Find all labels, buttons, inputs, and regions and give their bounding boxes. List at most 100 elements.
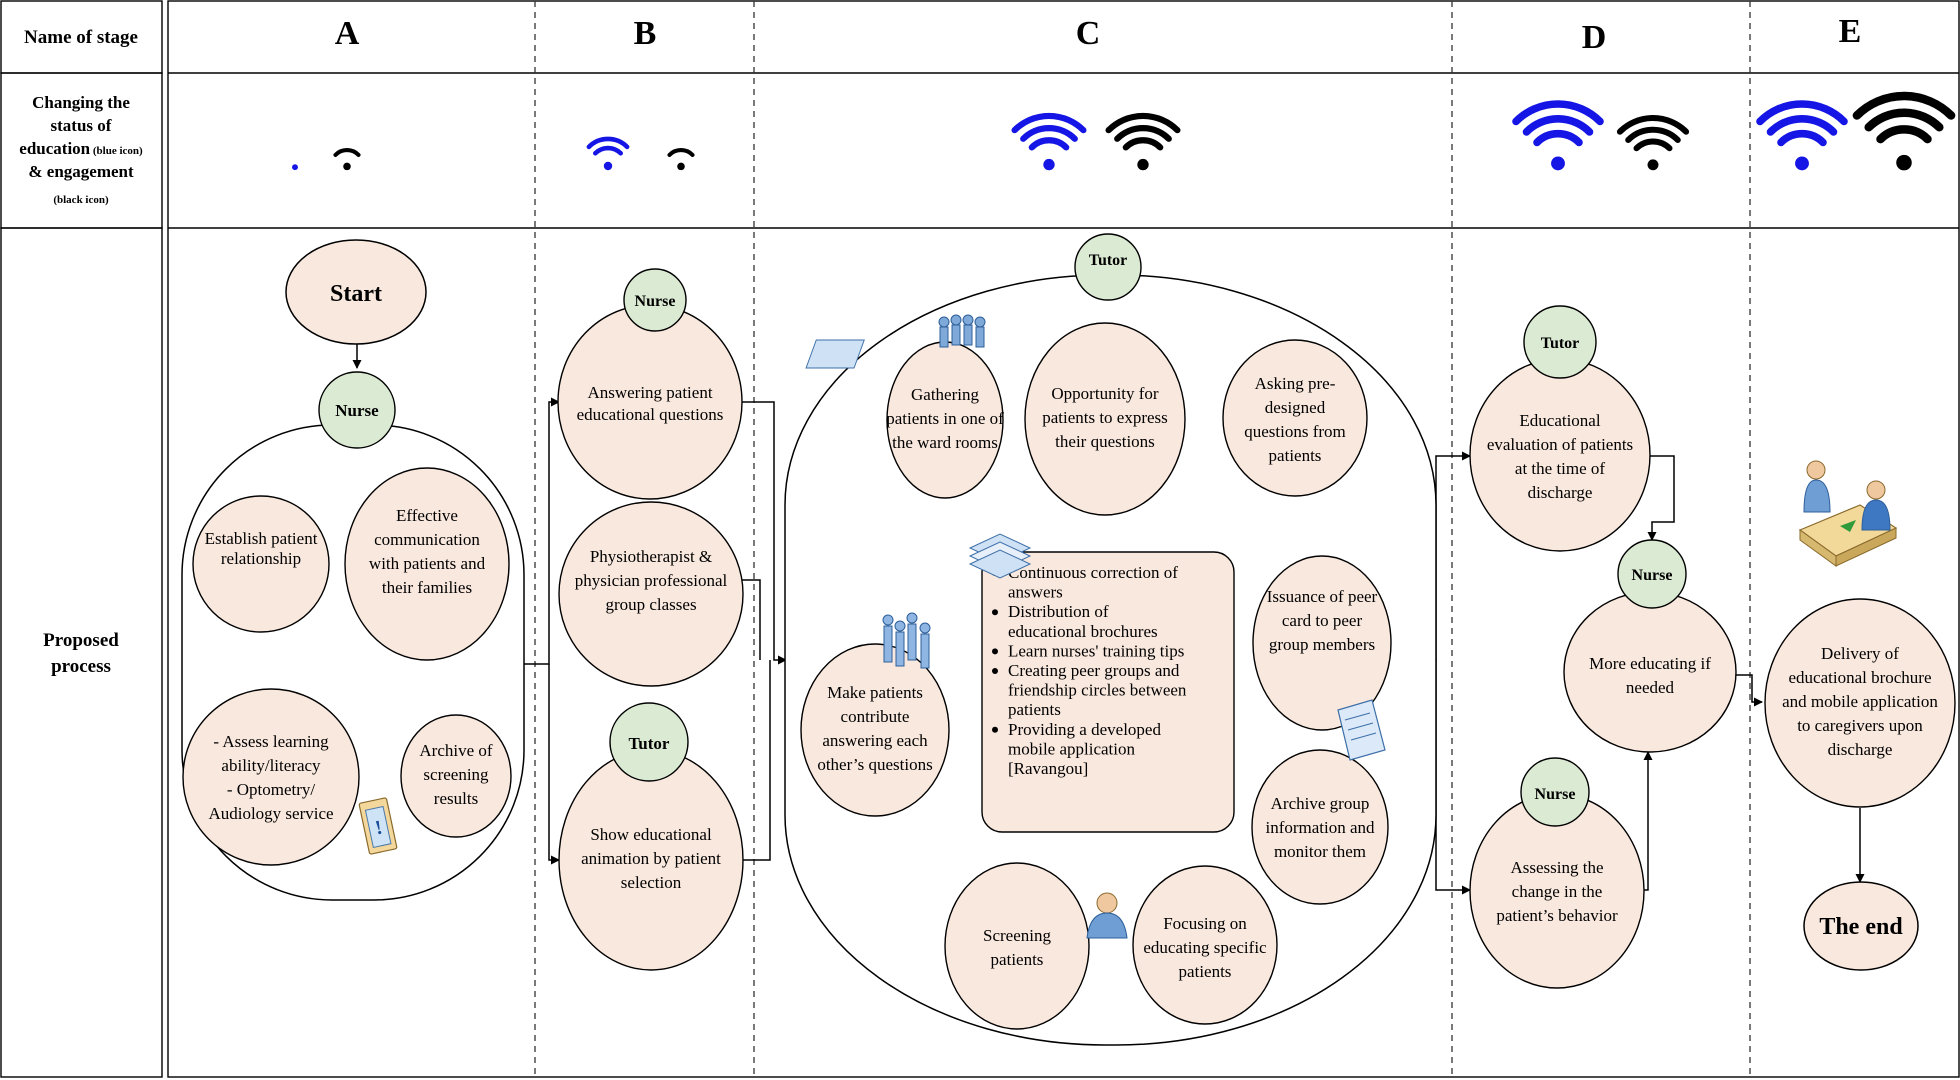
end-label: The end — [1819, 914, 1903, 940]
node-text-line: with patients and — [369, 554, 486, 573]
engagement-wifi-icon-e — [1852, 91, 1956, 171]
node-text-line: screening — [423, 765, 489, 784]
engagement-wifi-icon-b — [667, 148, 695, 171]
node-text-line: Answering patient — [587, 383, 712, 402]
svg-text:Proposed: Proposed — [43, 630, 119, 651]
row-label-process: Proposed process — [43, 630, 119, 677]
svg-text:& engagement: & engagement — [28, 162, 134, 181]
role-label-tutor-d1: Tutor — [1541, 335, 1580, 352]
node-text-line: patient’s behavior — [1496, 906, 1618, 925]
document-icon — [1337, 699, 1386, 761]
start-label: Start — [330, 281, 382, 307]
svg-text:status of: status of — [51, 116, 112, 135]
node-text-line: Audiology service — [208, 804, 333, 823]
stage-header-b: B — [634, 15, 657, 52]
node-text-line: educating specific — [1143, 938, 1267, 957]
activity-item-line: patients — [1008, 700, 1061, 719]
activities-box: Continuous correction ofanswersDistribut… — [981, 551, 1235, 833]
node-text-line: physician professional — [575, 571, 728, 590]
node-text-line: needed — [1626, 678, 1675, 697]
bullet-icon — [992, 648, 998, 655]
node-text-line: patients — [1179, 962, 1232, 981]
engagement-wifi-icon-a — [333, 148, 361, 171]
node-text-line: animation by patient — [581, 849, 721, 868]
node-text-line: discharge — [1528, 483, 1593, 502]
education-wifi-icon-d — [1512, 100, 1604, 171]
node-text-line: Effective — [396, 506, 458, 525]
node-text-line: Physiotherapist & — [590, 547, 712, 566]
svg-text:!: ! — [373, 816, 384, 839]
node-text-line: educational questions — [577, 405, 724, 424]
node-text-line: Archive group — [1271, 794, 1370, 813]
stage-header-e: E — [1839, 13, 1862, 50]
node-text-line: results — [434, 789, 478, 808]
svg-text:process: process — [51, 656, 111, 677]
clipboard-icon: ! — [358, 797, 398, 855]
node-text-line: designed — [1265, 398, 1326, 417]
education-wifi-icon-b — [586, 136, 630, 171]
education-wifi-icon-a — [292, 164, 298, 171]
role-label-nurse-b: Nurse — [635, 293, 676, 310]
engagement-wifi-icon-c — [1105, 112, 1181, 171]
node-text-line: patients to express — [1042, 408, 1168, 427]
role-label-tutor-c: Tutor — [1089, 252, 1128, 269]
role-badge-nurse-d2 — [1617, 539, 1687, 609]
activity-item-line: Distribution of — [1008, 602, 1109, 621]
node-text-line: More educating if — [1589, 654, 1711, 673]
node-text-line: answering each — [822, 731, 928, 750]
node-text-line: patients — [991, 950, 1044, 969]
node-text-line: to caregivers upon — [1797, 716, 1923, 735]
node-text-line: Screening — [983, 926, 1051, 945]
node-screening-patients: Screening patients — [944, 862, 1090, 1030]
status-icons — [292, 91, 1956, 171]
bullet-icon — [992, 609, 998, 616]
node-text-line: discharge — [1828, 740, 1893, 759]
node-text-line: Establish patient — [205, 529, 318, 548]
node-more-educating: More educating if needed — [1563, 591, 1737, 753]
node-text-line: Assessing the — [1510, 858, 1603, 877]
node-text-line: Opportunity for — [1051, 384, 1159, 403]
node-text-line: evaluation of patients — [1487, 435, 1633, 454]
node-text-line: Issuance of peer — [1267, 587, 1378, 606]
person-icon — [1086, 892, 1128, 939]
node-text-line: ability/literacy — [221, 756, 321, 775]
node-text-line: group classes — [605, 595, 696, 614]
node-text-line: their families — [382, 578, 472, 597]
stage-header-a: A — [335, 15, 360, 52]
node-text-line: other’s questions — [817, 755, 932, 774]
activity-item-line: [Ravangou] — [1008, 759, 1088, 778]
node-text-line: relationship — [221, 549, 301, 568]
role-badge-tutor-d1 — [1523, 305, 1597, 379]
meeting-group-icon — [805, 314, 986, 369]
role-badge-nurse-d3 — [1520, 757, 1590, 827]
svg-text:(black icon): (black icon) — [53, 194, 109, 206]
row-label-status: Changing the status of education (blue i… — [19, 93, 143, 206]
bullet-icon — [992, 726, 998, 733]
activity-item-line: mobile application — [1008, 739, 1135, 758]
node-text-line: card to peer — [1282, 611, 1363, 630]
node-text-line: - Optometry/ — [227, 780, 316, 799]
node-text-line: Show educational — [590, 825, 712, 844]
start-node — [285, 239, 427, 345]
